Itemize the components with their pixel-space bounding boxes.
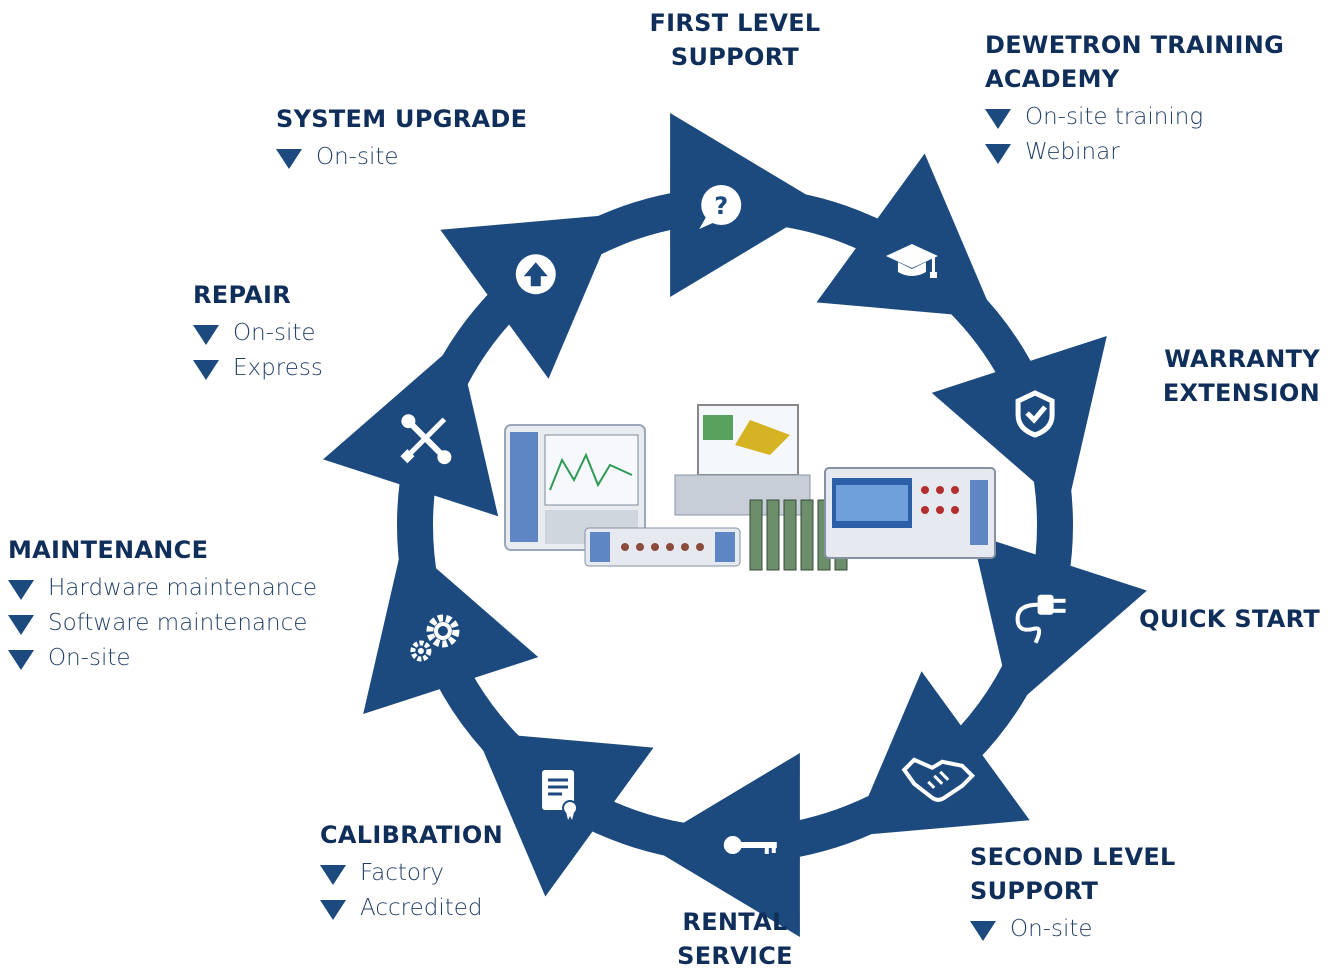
bullet-item: On-site training [985,100,1284,135]
arrow-system-upgrade [440,214,619,379]
bullet-triangle-icon [8,614,34,635]
key-icon [723,836,777,854]
bullet-triangle-icon [193,359,219,380]
svg-text:?: ? [714,192,728,220]
title-line: SYSTEM UPGRADE [276,105,528,133]
bullet-triangle-icon [970,920,996,941]
bullet-item: On-site [193,316,323,351]
label-system-upgrade: SYSTEM UPGRADE On-site [276,102,527,175]
arrow-quick-start [971,533,1147,709]
title-line: MAINTENANCE [8,536,209,564]
bullet-item: Express [193,351,323,386]
label-first-level-support: FIRST LEVEL SUPPORT [600,6,870,74]
label-dewetron-training-academy: DEWETRON TRAINING ACADEMY On-site traini… [985,28,1284,170]
bullet-item: Hardware maintenance [8,571,317,606]
gears-icon [410,614,460,662]
label-quick-start: QUICK START [1120,602,1320,636]
bullet-triangle-icon [193,324,219,345]
wrench-screwdriver-icon [400,414,452,465]
bullet-triangle-icon [8,579,34,600]
label-calibration: CALIBRATION Factory Accredited [320,818,503,926]
bullet-item: On-site [970,912,1176,947]
title-line: WARRANTY [1164,345,1320,373]
title-line: ACADEMY [985,65,1120,93]
arrow-calibration [475,731,654,897]
label-rental-service: RENTAL SERVICE [600,905,870,973]
title-line: EXTENSION [1162,379,1320,407]
title-line: SERVICE [677,942,793,970]
bullet-item: On-site [276,140,527,175]
upload-arrow-icon [515,254,556,295]
label-maintenance: MAINTENANCE Hardware maintenance Softwar… [8,533,317,676]
bullet-triangle-icon [276,148,302,169]
bullet-item: Software maintenance [8,606,317,641]
title-line: CALIBRATION [320,821,503,849]
label-repair: REPAIR On-site Express [193,278,323,386]
title-line: SUPPORT [970,877,1099,905]
bullet-triangle-icon [8,649,34,670]
title-line: REPAIR [193,281,292,309]
question-bubble-icon: ? [699,185,742,229]
bullet-triangle-icon [320,864,346,885]
device-compact-module [584,527,741,567]
title-line: RENTAL [682,908,788,936]
label-second-level-support: SECOND LEVEL SUPPORT On-site [970,840,1176,947]
certificate-icon [542,769,579,820]
title-line: QUICK START [1139,605,1320,633]
title-line: FIRST LEVEL [649,9,821,37]
graduation-cap-icon [885,244,938,279]
arrow-rental-service [646,752,800,938]
power-plug-icon [1015,594,1066,644]
bullet-item: Factory [320,856,503,891]
shield-check-icon [1015,390,1055,438]
handshake-icon [901,757,976,802]
arrow-second-level-support [851,671,1030,836]
measurement-devices-image [500,400,1000,580]
arrow-dewetron-training-academy [816,153,995,319]
bullet-item: On-site [8,641,317,676]
bullet-item: Webinar [985,135,1284,170]
arrow-repair [323,341,499,517]
bullet-triangle-icon [985,108,1011,129]
arrow-first-level-support [670,112,824,298]
device-laptop-base [674,474,811,516]
title-line: SUPPORT [670,43,800,71]
title-line: DEWETRON TRAINING [985,31,1285,59]
title-line: SECOND LEVEL [970,843,1176,871]
bullet-triangle-icon [985,143,1011,164]
bullet-triangle-icon [320,899,346,920]
bullet-item: Accredited [320,891,503,926]
label-warranty-extension: WARRANTY EXTENSION [1120,342,1320,410]
